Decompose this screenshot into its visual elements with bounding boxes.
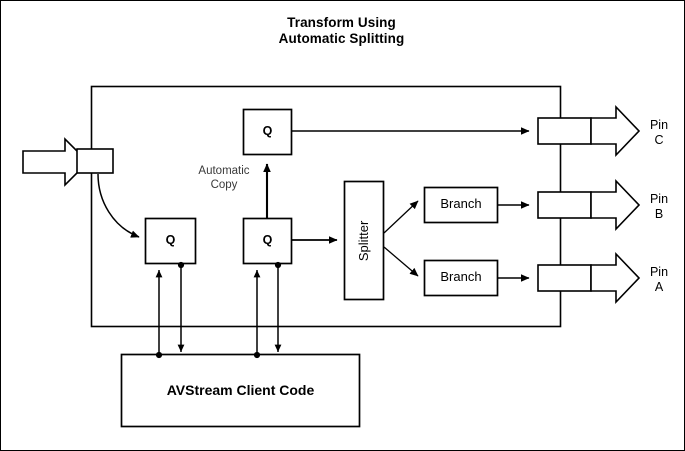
pin-b-label: Pin B — [649, 192, 669, 222]
page-title: Transform Using Automatic Splitting — [278, 15, 405, 47]
pin-c-connector-box — [537, 117, 592, 145]
pin-a-label: Pin A — [649, 265, 669, 295]
pin-a-connector-box — [537, 264, 592, 292]
branch-upper-box — [423, 186, 499, 224]
queue-top-box — [242, 108, 293, 156]
client-code-box — [120, 353, 361, 428]
queue-left-label: Q — [165, 233, 176, 247]
queue-middle-box — [242, 217, 293, 265]
splitter-label: Splitter — [356, 220, 372, 262]
automatic-copy-note: Automatic Copy — [198, 165, 250, 192]
input-pin-connector-box — [76, 148, 114, 174]
pin-c-arrow — [590, 105, 641, 157]
pin-a-arrow — [590, 252, 641, 304]
branch-lower-label: Branch — [440, 269, 482, 284]
queue-top-label: Q — [262, 124, 273, 138]
pin-b-arrow — [590, 179, 641, 231]
splitter-box — [343, 180, 385, 301]
branch-upper-label: Branch — [440, 196, 482, 211]
queue-middle-label: Q — [262, 233, 273, 247]
queue-left-box — [144, 217, 197, 265]
branch-lower-box — [423, 259, 499, 297]
pin-b-connector-box — [537, 191, 592, 219]
input-to-queue-left-curve — [97, 173, 140, 238]
client-code-label: AVStream Client Code — [166, 382, 315, 398]
splitter-to-branch-upper-arrow — [383, 200, 419, 234]
pin-c-label: Pin C — [649, 118, 669, 148]
splitter-to-branch-lower-arrow — [383, 246, 419, 277]
